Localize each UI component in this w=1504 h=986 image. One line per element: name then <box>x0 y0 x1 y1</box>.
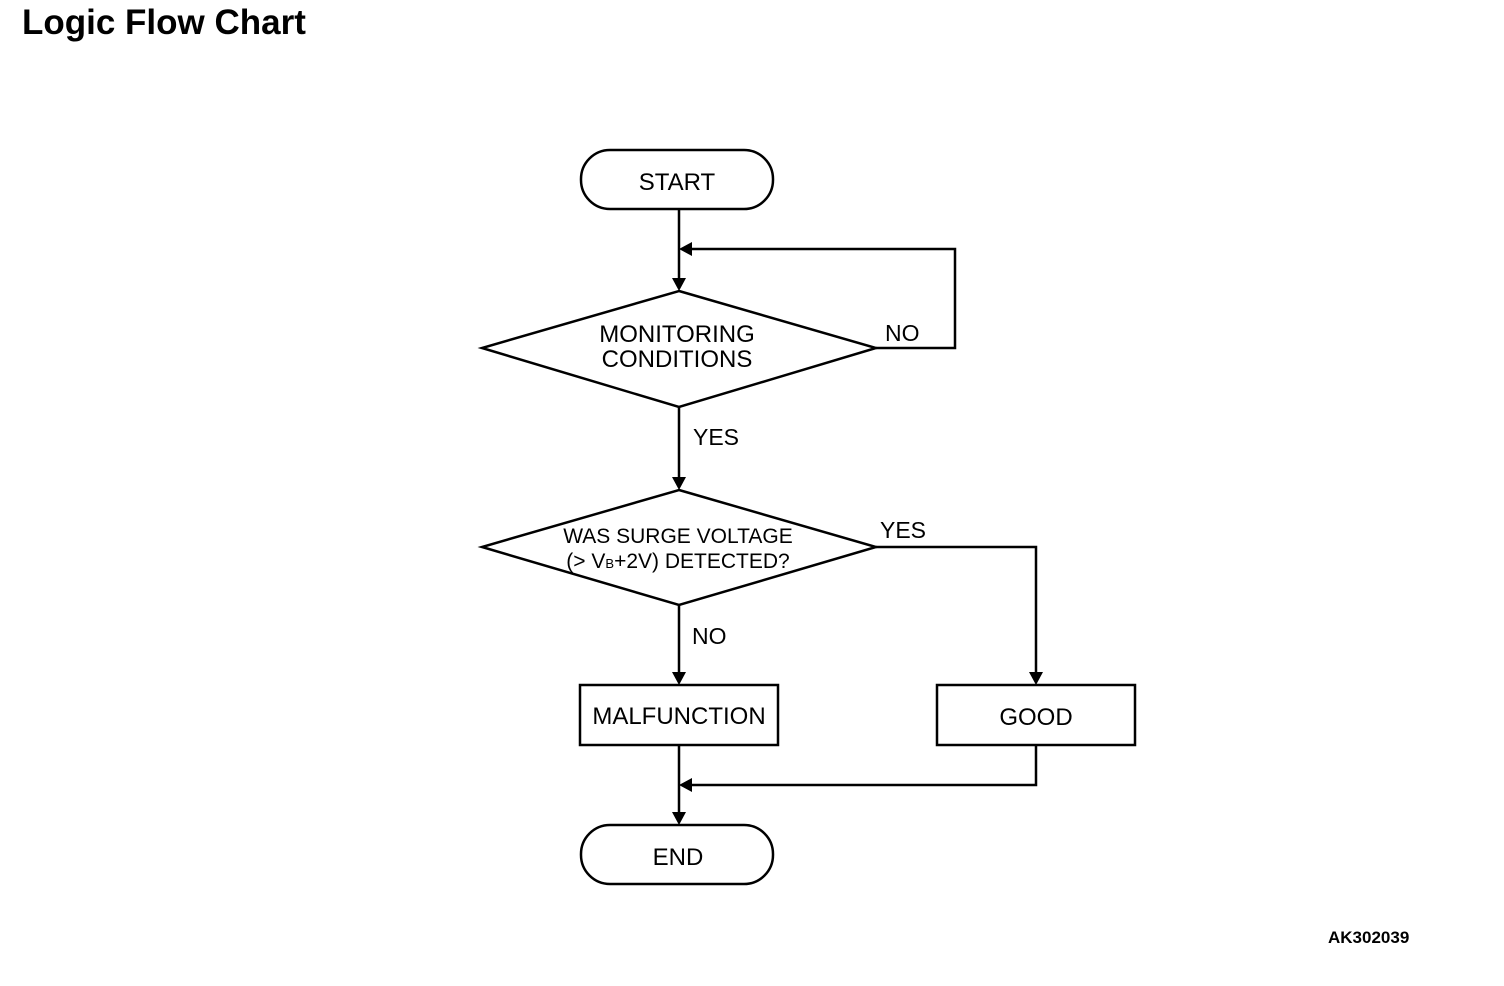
malfunction-label: MALFUNCTION <box>592 703 765 730</box>
good-label: GOOD <box>999 704 1072 731</box>
arrow-to-end <box>672 812 686 825</box>
monitoring-label-line2: CONDITIONS <box>602 346 753 373</box>
good-box-shape <box>935 683 1137 747</box>
edge-monitoring-no-loop <box>692 247 957 350</box>
edge-good-to-end <box>692 745 1038 787</box>
start-node: START <box>579 148 775 211</box>
good-node: GOOD <box>935 683 1137 747</box>
surge-label-line2: (> VB+2V) DETECTED? <box>566 550 789 573</box>
arrow-surge-no <box>672 672 686 685</box>
page-title: Logic Flow Chart <box>22 3 306 42</box>
monitoring-yes-label: YES <box>693 424 739 450</box>
arrow-start-to-monitoring <box>672 278 686 291</box>
surge-no-label: NO <box>692 623 727 649</box>
surge-label-suffix: +2V) DETECTED? <box>614 550 790 573</box>
arrow-monitoring-no-loop <box>679 242 692 256</box>
surge-label-line1: WAS SURGE VOLTAGE <box>563 525 792 548</box>
surge-yes-label: YES <box>880 517 926 543</box>
start-label: START <box>639 169 716 196</box>
surge-voltage-decision: WAS SURGE VOLTAGE (> VB+2V) DETECTED? <box>477 488 881 607</box>
monitoring-label-line1: MONITORING <box>599 321 755 348</box>
figure-id: AK302039 <box>1328 928 1410 947</box>
surge-label-prefix: (> V <box>566 550 605 573</box>
edge-surge-yes <box>876 545 1038 672</box>
arrow-surge-yes <box>1029 672 1043 685</box>
end-terminator-shape <box>579 823 775 886</box>
start-terminator-shape <box>579 148 775 211</box>
malfunction-node: MALFUNCTION <box>578 683 780 747</box>
surge-label-subscript: B <box>605 556 614 571</box>
end-label: END <box>653 844 704 871</box>
end-node: END <box>579 823 775 886</box>
arrow-monitoring-yes <box>672 477 686 490</box>
monitoring-conditions-decision: MONITORING CONDITIONS <box>477 289 881 409</box>
monitoring-no-label: NO <box>885 320 920 346</box>
arrow-good-merge <box>679 778 692 792</box>
